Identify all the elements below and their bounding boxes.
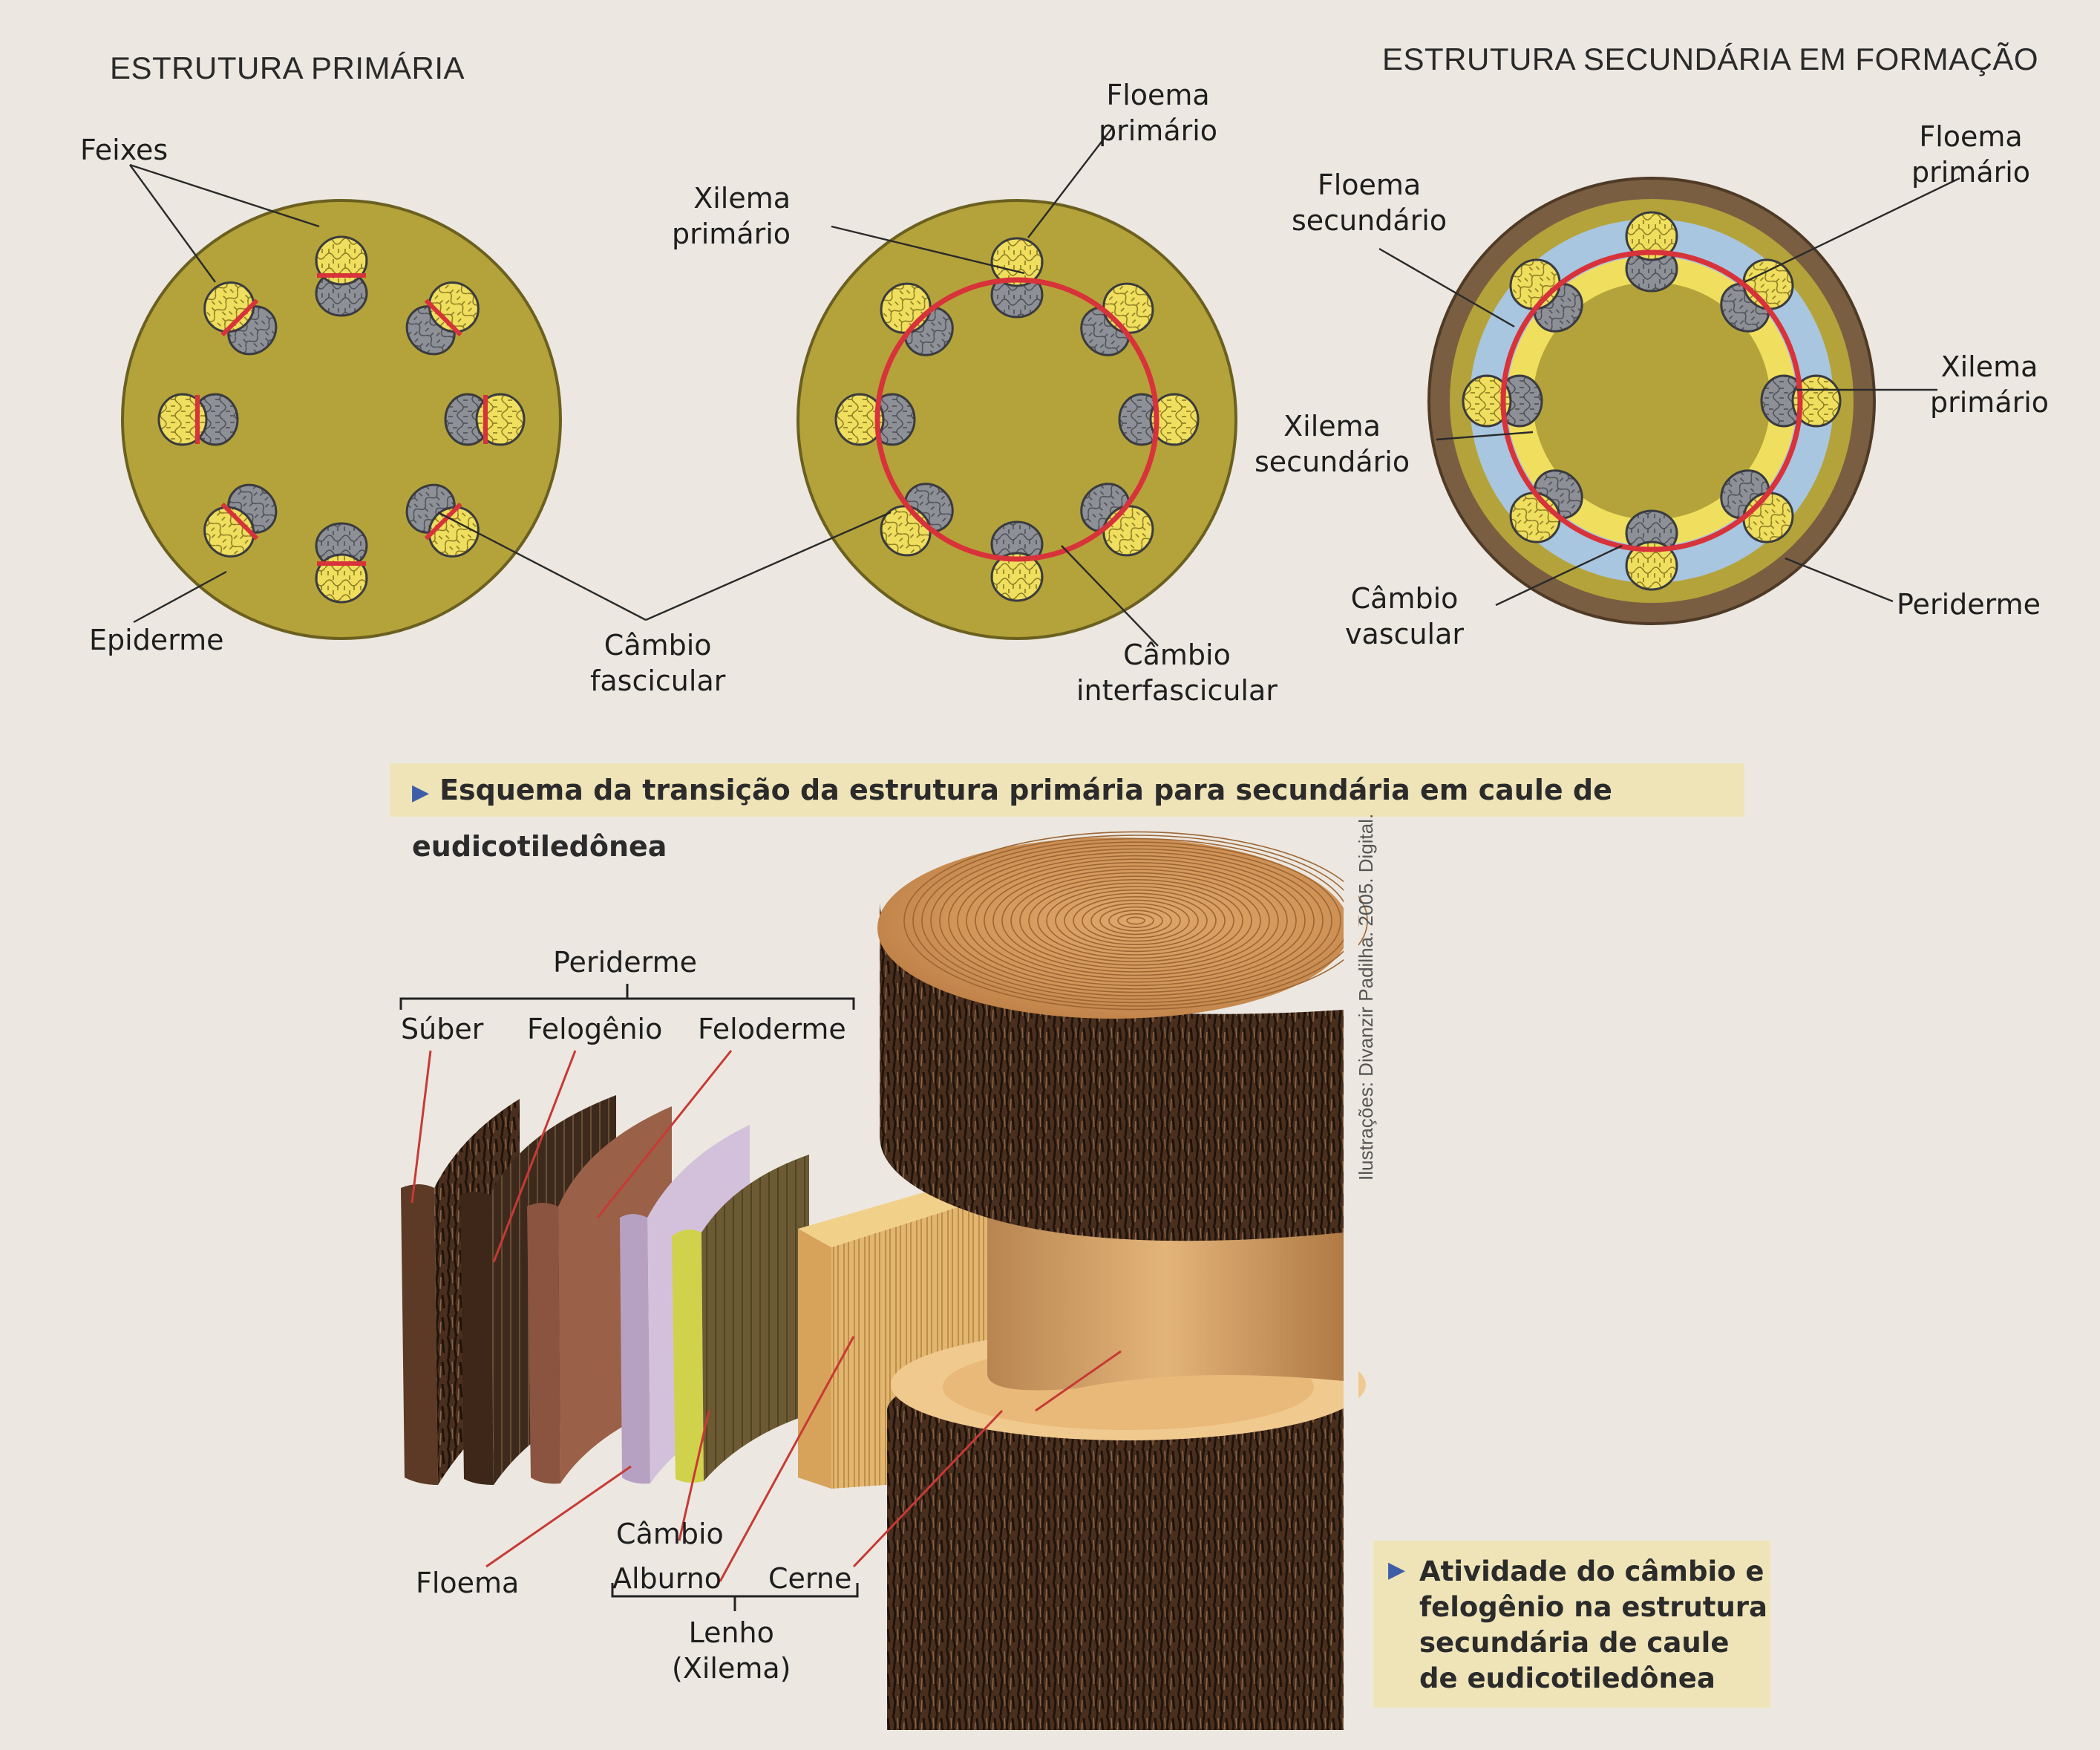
label-cambio-interfascicular: Câmbio interfascicular xyxy=(1076,639,1278,707)
label-suber: Súber xyxy=(401,1013,484,1045)
label-felogenio: Felogênio xyxy=(527,1013,663,1045)
label-cambio: Câmbio xyxy=(616,1518,724,1550)
label-periderme-top: Periderme xyxy=(1897,588,2041,621)
vascular-bundle xyxy=(990,237,1044,319)
label-floema-secundario: Floema secundário xyxy=(1292,169,1448,237)
vascular-bundle xyxy=(1625,211,1678,293)
label-lenho: Lenho (Xilema) xyxy=(672,1616,791,1685)
vascular-bundles-primary xyxy=(157,235,526,604)
label-cerne: Cerne xyxy=(768,1562,852,1595)
label-xilema-primario-1: Xilema primário xyxy=(672,182,791,250)
vascular-bundle xyxy=(834,393,916,446)
title-primary-structure: ESTRUTURA PRIMÁRIA xyxy=(110,50,465,85)
vascular-bundle xyxy=(444,393,526,446)
leader-lines-bottom xyxy=(410,1050,1122,1582)
vascular-bundle xyxy=(315,235,368,317)
label-xilema-secundario: Xilema secundário xyxy=(1255,410,1410,478)
label-cambio-fascicular: Câmbio fascicular xyxy=(590,629,726,697)
caption-bottom: ▶ Atividade do câmbio e felogênio na est… xyxy=(1373,1541,1770,1708)
vascular-bundle xyxy=(990,520,1044,602)
tree-trunk-log xyxy=(877,817,1368,1750)
title-secondary-structure: ESTRUTURA SECUNDÁRIA EM FORMAÇÃO xyxy=(1382,42,2039,76)
caption-marker-icon: ▶ xyxy=(412,780,430,806)
label-feixes: Feixes xyxy=(80,134,169,166)
vascular-bundle xyxy=(1118,393,1200,446)
caption-marker-icon-2: ▶ xyxy=(1388,1557,1406,1583)
vascular-bundle xyxy=(203,483,278,558)
cambium-ring-transition xyxy=(874,277,1159,562)
illustration-credit: Ilustrações: Divanzir Padilha. 2005. Dig… xyxy=(1355,813,1377,1181)
vascular-bundle xyxy=(157,393,239,446)
label-cambio-vascular: Câmbio vascular xyxy=(1345,582,1465,650)
caption-top: ▶Esquema da transição da estrutura primá… xyxy=(390,763,1744,863)
vascular-bundle xyxy=(1760,374,1842,428)
label-xilema-primario-2: Xilema primário xyxy=(1930,350,2050,419)
leader-lines-top xyxy=(129,125,1960,647)
label-floema: Floema xyxy=(416,1567,520,1599)
label-epiderme: Epiderme xyxy=(89,624,224,656)
label-feloderme: Feloderme xyxy=(698,1013,846,1045)
vascular-bundle xyxy=(1462,374,1543,428)
vascular-bundle xyxy=(405,483,480,558)
caption-bottom-text: Atividade do câmbio e felogênio na estru… xyxy=(1419,1555,1768,1694)
lenho-bracket xyxy=(611,1583,859,1611)
vascular-bundle xyxy=(315,522,368,604)
vascular-bundle xyxy=(405,281,480,356)
label-alburno: Alburno xyxy=(612,1562,722,1595)
periderme-bracket xyxy=(399,984,855,1010)
vascular-bundles-secondary xyxy=(1462,211,1842,591)
cambium-ring-secondary xyxy=(1500,249,1803,552)
vascular-bundle xyxy=(203,281,278,356)
label-floema-primario-2: Floema primário xyxy=(1911,120,2031,189)
caption-top-text: Esquema da transição da estrutura primár… xyxy=(412,774,1612,863)
label-floema-primario-1: Floema primário xyxy=(1099,79,1218,147)
vascular-bundle xyxy=(1625,509,1678,591)
label-periderme-block: Periderme xyxy=(553,946,697,979)
